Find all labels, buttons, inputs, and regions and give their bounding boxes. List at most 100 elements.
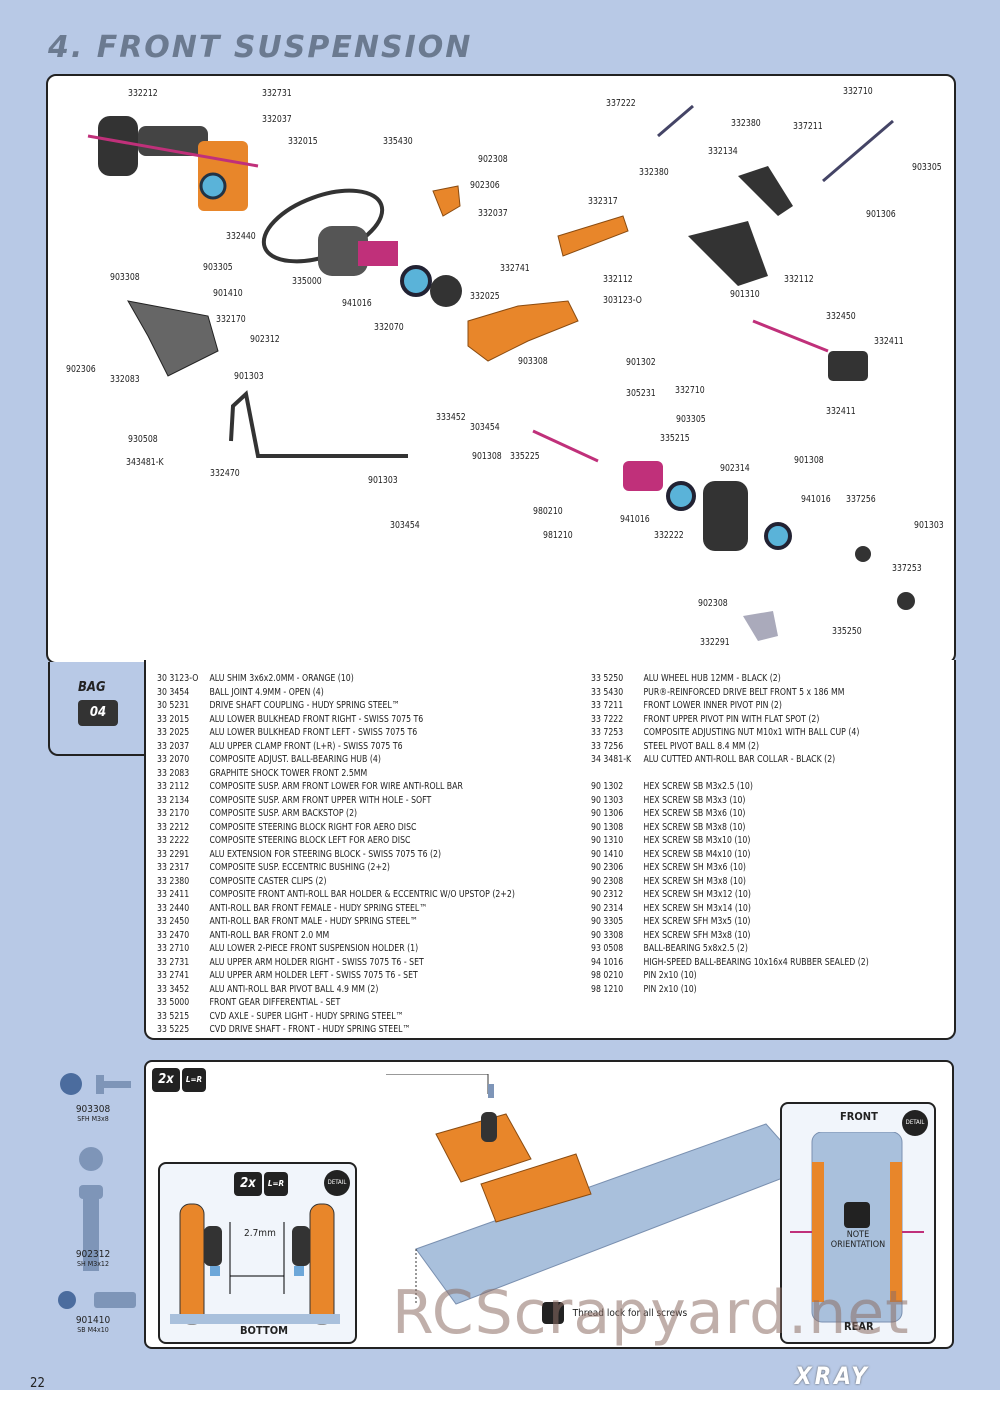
part-code: 33 2222 [157,835,190,846]
part-code: 33 2450 [157,916,190,927]
callout: 335430 [383,136,413,147]
part-desc: HEX SCREW SB M3x6 (10) [643,808,746,819]
gap-measurement-label: 2.7mm [244,1228,276,1239]
part-code: 33 3452 [157,983,190,995]
part-row: 33 2070 COMPOSITE ADJUST. BALL-BEARING HU… [157,753,515,767]
part-desc: FRONT LOWER INNER PIVOT PIN (2) [643,700,782,711]
callout: 335215 [660,433,690,444]
part-desc: DRIVE SHAFT COUPLING - HUDY SPRING STEEL… [209,700,400,711]
callout: 332212 [128,88,158,99]
part-desc: ALU WHEEL HUB 12MM - BLACK (2) [643,673,781,684]
part-desc: HEX SCREW SB M3x10 (10) [643,835,751,846]
part-code: 33 2134 [157,794,190,806]
callout: 902308 [478,154,508,165]
callout: 941016 [801,494,831,505]
part-desc: STEEL PIVOT BALL 8.4 MM (2) [643,740,760,752]
callout: 901303 [914,520,944,531]
page-number: 22 [30,1376,45,1391]
part-code: 90 2312 [591,889,624,900]
part-code: 90 2314 [591,902,624,914]
callout: 332380 [731,118,761,129]
callout: 337253 [892,563,922,574]
part-desc: ALU LOWER BULKHEAD FRONT LEFT - SWISS 70… [209,727,418,738]
callout: 901310 [730,289,760,300]
callout: 901308 [794,455,824,466]
callout: 337211 [793,121,823,132]
part-desc: COMPOSITE ADJUSTING NUT M10x1 WITH BALL … [643,727,860,738]
part-code: 33 2380 [157,875,190,887]
steering-extension [743,611,778,641]
chassis-assembly-diagram [386,1074,806,1305]
callout: 332470 [210,468,240,479]
callout: 332710 [675,385,705,396]
part-row: 33 5225 CVD DRIVE SHAFT - FRONT - HUDY SP… [157,1023,515,1037]
part-code: 33 7222 [591,713,624,725]
callout: 337222 [606,98,636,109]
part-code: 33 5225 [157,1024,190,1035]
note-orientation-label: NOTE ORIENTATION [830,1230,886,1250]
part-code: 33 2741 [157,970,190,981]
bag-label: BAG [78,680,106,695]
part-code: 33 7211 [591,700,624,711]
quantity-tag: 2x [234,1172,262,1196]
hardware-code: 903308 [75,1104,111,1115]
callout: 901302 [626,357,656,368]
hardware-desc: SH M3x12 [77,1260,109,1268]
callout: 332112 [784,274,814,285]
part-desc: CVD AXLE - SUPER LIGHT - HUDY SPRING STE… [209,1010,404,1022]
part-desc: HEX SCREW SB M4x10 (10) [643,848,751,860]
part-desc: ANTI-ROLL BAR FRONT 2.0 MM [209,929,330,941]
wheel-hub-nut [897,592,915,610]
callout: 303454 [390,520,420,531]
part-desc: COMPOSITE ADJUST. BALL-BEARING HUB (4) [209,754,381,765]
part-desc: HIGH-SPEED BALL-BEARING 10x16x4 RUBBER S… [643,956,869,968]
lower-susp-arm [688,221,768,286]
callout: 941016 [620,514,650,525]
callout: 335225 [510,451,540,462]
part-desc: ALU UPPER CLAMP FRONT (L+R) - SWISS 7075… [209,740,403,752]
part-code: 33 2070 [157,754,190,765]
part-code: 94 1016 [591,956,624,968]
shock-tower [127,300,219,377]
part-desc: ALU CUTTED ANTI-ROLL BAR COLLAR - BLACK … [643,754,836,765]
callout: 902306 [470,180,500,191]
callout: 332134 [708,146,738,157]
callout: 903308 [110,272,140,283]
part-code: 90 3305 [591,916,624,927]
part-desc: COMPOSITE SUSP. ECCENTRIC BUSHING (2+2) [209,862,390,873]
part-desc: ALU ANTI-ROLL BAR PIVOT BALL 4.9 MM (2) [209,983,379,995]
exploded-diagram-panel: 332212 332731 332037 332015 335430 90230… [46,74,956,664]
part-code: 33 2731 [157,956,190,968]
part-desc: CVD DRIVE SHAFT - FRONT - HUDY SPRING ST… [209,1024,411,1035]
callout: 332037 [478,208,508,219]
part-code: 30 3454 [157,686,190,698]
brand-logo: XRAY [795,1362,870,1390]
callout: 941016 [342,298,372,309]
callout: 901410 [213,288,243,299]
bottom-label: BOTTOM [240,1324,288,1337]
callout: 332440 [226,231,256,242]
steering-block-left [532,429,792,551]
bottom-gap-diagram [170,1203,340,1325]
exploded-diagram [87,104,915,641]
callout: 980210 [533,506,563,517]
hardware-desc: SFH M3x8 [77,1115,109,1123]
callout: 332411 [874,336,904,347]
part-code: 33 2317 [157,862,190,873]
part-code: 90 1306 [591,808,624,819]
part-desc: PIN 2x10 (10) [643,970,697,981]
part-desc: COMPOSITE FRONT ANTI-ROLL BAR HOLDER & E… [209,889,515,900]
